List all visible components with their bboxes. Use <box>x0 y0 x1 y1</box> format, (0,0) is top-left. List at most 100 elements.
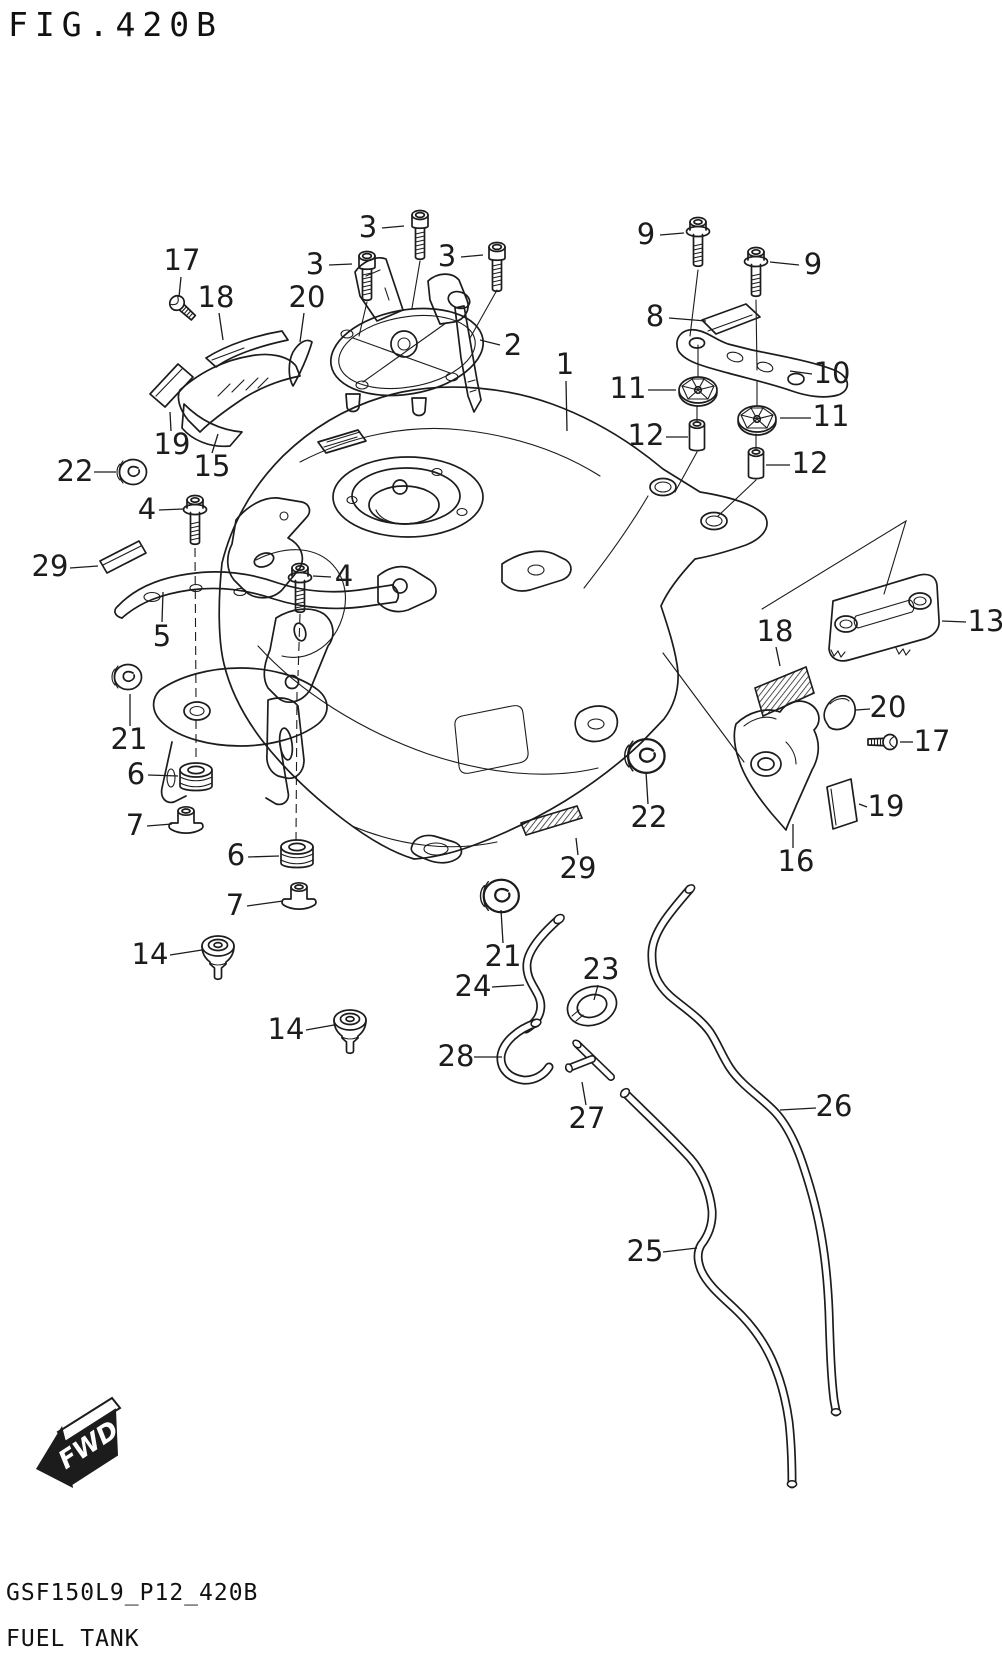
leader-line-3 <box>460 254 484 258</box>
part-label-17: 17 <box>164 243 201 277</box>
leader-line-3 <box>328 263 353 266</box>
leader-line-25 <box>662 1247 698 1253</box>
damper-14a-icon <box>201 935 235 981</box>
part-label-11: 11 <box>610 371 647 405</box>
leader-line-20 <box>855 708 871 711</box>
leader-line-7 <box>146 823 173 827</box>
part-label-4: 4 <box>335 559 353 593</box>
model-code: GSF150L9_P12_420B <box>6 1580 258 1606</box>
part-label-23: 23 <box>583 952 620 986</box>
knee-grip-bracket <box>177 353 301 448</box>
part-label-28: 28 <box>438 1039 475 1073</box>
cushion-6a-icon <box>179 762 213 792</box>
leader-line-29 <box>575 837 579 856</box>
cushion-6b-icon <box>280 839 314 869</box>
hoses <box>496 884 842 1489</box>
part-label-20: 20 <box>289 280 326 314</box>
leader-line-6 <box>247 855 280 858</box>
rubber-plate <box>828 573 940 662</box>
part-label-11: 11 <box>813 399 850 433</box>
rear-bracket <box>733 700 820 831</box>
leader-line-17 <box>178 276 182 298</box>
bolt-3a-icon <box>411 209 429 261</box>
part-label-18: 18 <box>757 614 794 648</box>
part-label-8: 8 <box>646 299 664 333</box>
part-label-21: 21 <box>111 722 148 756</box>
damper-14b-icon <box>333 1009 367 1055</box>
bolt-3c-icon <box>488 241 506 293</box>
part-label-6: 6 <box>127 757 145 791</box>
part-label-15: 15 <box>194 449 231 483</box>
leader-line-29 <box>69 565 99 569</box>
part-label-6: 6 <box>227 838 245 872</box>
bolt-9a-icon <box>685 216 711 268</box>
part-label-13: 13 <box>968 604 1002 638</box>
part-label-2: 2 <box>504 328 522 362</box>
part-label-3: 3 <box>438 239 456 273</box>
fwd-arrow: FWD <box>36 1396 124 1488</box>
grommet-21b-icon <box>479 878 520 914</box>
plug-7b-icon <box>281 881 317 910</box>
leader-line-26 <box>779 1107 817 1111</box>
screw-17b-icon <box>867 733 898 751</box>
part-label-21: 21 <box>485 939 522 973</box>
leader-line-14 <box>169 949 203 956</box>
clamp-ring-23 <box>566 985 618 1027</box>
part-label-10: 10 <box>814 356 851 390</box>
part-label-12: 12 <box>792 446 829 480</box>
part-label-12: 12 <box>628 418 665 452</box>
part-label-5: 5 <box>153 619 171 653</box>
part-label-16: 16 <box>778 844 815 878</box>
textured-pad-18 <box>754 665 815 718</box>
leader-line-9 <box>769 261 800 266</box>
fasteners <box>165 209 898 751</box>
leader-line-3 <box>381 225 405 229</box>
leader-line-27 <box>581 1081 587 1106</box>
leader-line-20 <box>299 312 305 343</box>
textured-strip-29 <box>519 805 584 836</box>
bolt-4a-icon <box>182 494 208 546</box>
leader-line-18 <box>775 646 781 667</box>
part-label-18: 18 <box>198 280 235 314</box>
collar-12a-icon <box>688 418 706 452</box>
part-label-22: 22 <box>631 800 668 834</box>
leader-line-23 <box>593 984 599 1001</box>
part-label-26: 26 <box>816 1089 853 1123</box>
part-label-27: 27 <box>569 1101 606 1135</box>
leader-line-4 <box>312 575 332 578</box>
part-label-25: 25 <box>627 1234 664 1268</box>
leader-line-15 <box>211 433 219 454</box>
leader-line-14 <box>305 1024 335 1031</box>
part-label-19: 19 <box>154 427 191 461</box>
part-label-9: 9 <box>804 247 822 281</box>
figure-caption: FUEL TANK <box>6 1626 140 1652</box>
leader-line-8 <box>668 317 707 322</box>
leader-line-24 <box>491 984 525 988</box>
fuel-tank <box>218 386 768 864</box>
part-label-24: 24 <box>455 969 492 1003</box>
part-label-29: 29 <box>32 549 69 583</box>
grommet-11b-icon <box>737 405 777 436</box>
leader-line-5 <box>161 591 164 623</box>
grommet-21a-icon <box>111 663 143 691</box>
construction-lines <box>194 260 907 841</box>
part-label-19: 19 <box>868 789 905 823</box>
leader-line-2 <box>479 339 501 346</box>
plug-7a-icon <box>168 805 204 834</box>
leader-line-6 <box>147 774 179 777</box>
collar-12b-icon <box>747 446 765 480</box>
leader-line-21 <box>500 909 504 944</box>
part-label-7: 7 <box>226 888 244 922</box>
part-label-7: 7 <box>126 808 144 842</box>
part-label-4: 4 <box>138 492 156 526</box>
part-label-17: 17 <box>914 724 951 758</box>
grommet-11a-icon <box>678 376 718 407</box>
leader-line-10 <box>789 370 813 375</box>
leader-line-9 <box>659 232 685 236</box>
leader-line-7 <box>246 900 284 907</box>
part-label-22: 22 <box>57 454 94 488</box>
screw-17a-icon <box>165 291 200 325</box>
part-label-14: 14 <box>132 937 169 971</box>
